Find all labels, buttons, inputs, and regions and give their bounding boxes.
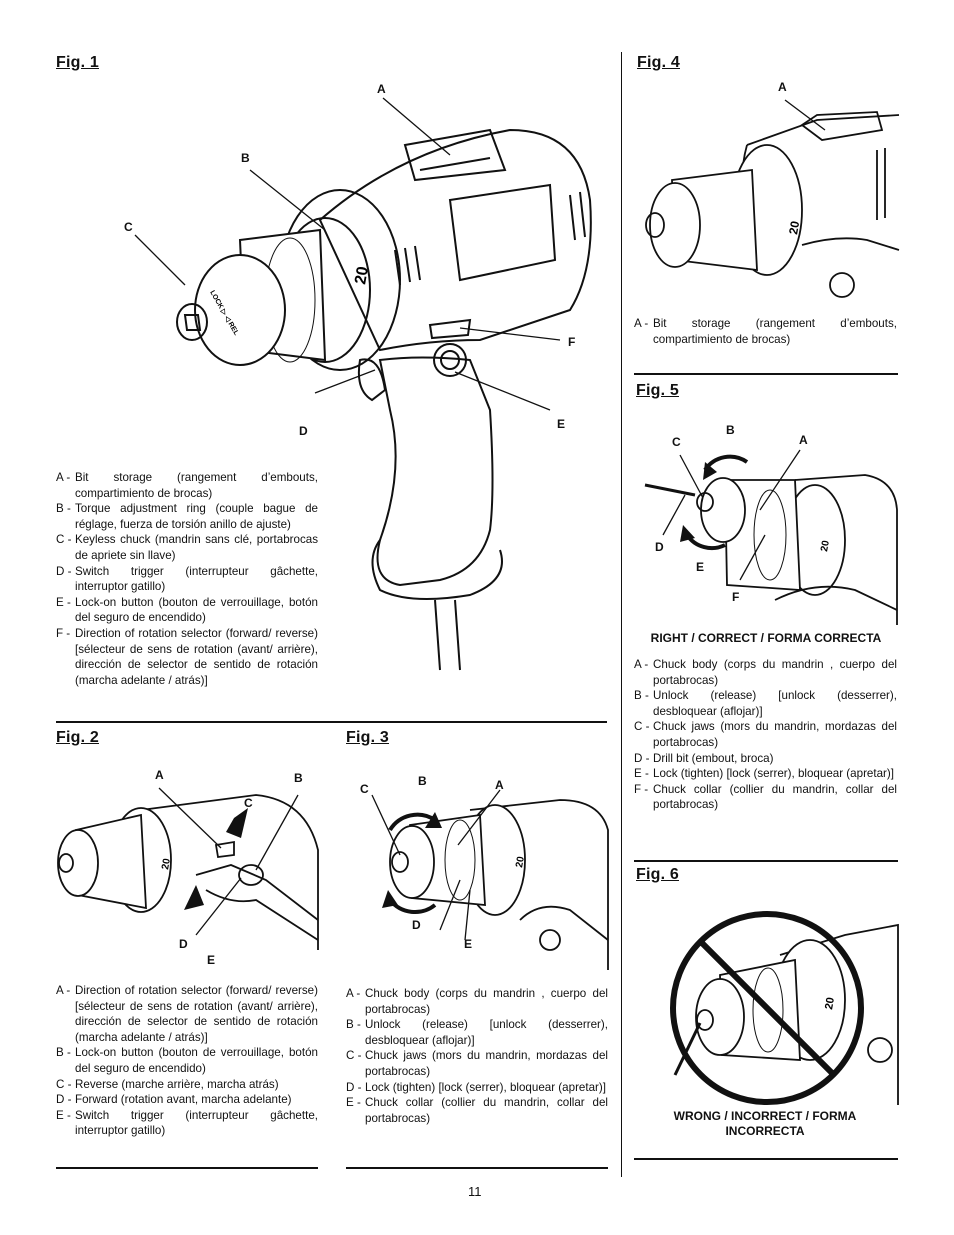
legend-item: E -Lock (tighten) [lock (serrer), bloque… — [634, 767, 894, 781]
legend-item: B -Torque adjustment ring (couple bague … — [56, 502, 318, 531]
fig2-callout-d: D — [179, 937, 188, 951]
legend-item: A -Bit storage (rangement d’embouts, com… — [634, 317, 897, 346]
fig6-torque-number: 20 — [823, 996, 837, 1010]
fig5-legend: A -Chuck body (corps du mandrin , cuerpo… — [634, 657, 897, 813]
fig2-bottom-rule — [56, 1167, 318, 1169]
fig4-bottom-rule — [634, 373, 898, 375]
fig3-bottom-rule — [346, 1167, 608, 1169]
fig2-callout-a: A — [155, 768, 164, 782]
legend-item: D -Forward (rotation avant, marcha adela… — [56, 1093, 292, 1107]
legend-item: C -Chuck jaws (mors du mandrin, mordazas… — [346, 1049, 608, 1078]
legend-item: F -Chuck collar (collier du mandrin, col… — [634, 782, 897, 812]
fig2-callout-c: C — [244, 796, 253, 810]
legend-item: A -Direction of rotation selector (forwa… — [56, 984, 318, 1044]
fig1-callout-b: B — [241, 151, 250, 165]
fig6-title: Fig. 6 — [636, 866, 679, 883]
fig1-torque-number: 20 — [352, 265, 372, 286]
legend-item: D -Switch trigger (interrupteur gâchette… — [56, 564, 318, 594]
fig1-callout-a: A — [377, 82, 386, 96]
fig3-callout-e: E — [464, 937, 473, 951]
fig1-callout-d: D — [299, 424, 308, 438]
fig2-torque-number: 20 — [160, 857, 173, 870]
fig1-legend: A -Bit storage (rangement d’embouts, com… — [56, 470, 318, 688]
fig1-drill-illustration: 20 LOCK ▷ ◁ REL — [134, 97, 592, 671]
fig1-callout-e: E — [557, 417, 566, 431]
fig4-drill-illustration: 20 — [645, 99, 900, 298]
fig3-torque-number: 20 — [514, 855, 527, 868]
fig4-callout-a: A — [778, 80, 787, 94]
fig5-caption: RIGHT / CORRECT / FORMA CORRECTA — [650, 631, 882, 645]
fig5-title: Fig. 5 — [636, 382, 679, 399]
section-divider — [56, 721, 607, 723]
fig4-torque-number: 20 — [786, 220, 802, 236]
fig6-bottom-rule — [634, 1158, 898, 1160]
fig5-drill-illustration: 20 — [644, 449, 898, 625]
fig2-callout-e: E — [207, 953, 216, 967]
column-divider — [621, 52, 622, 1177]
legend-item: E -Switch trigger (interrupteur gâchette… — [56, 1108, 318, 1138]
fig2-drill-illustration: 20 — [57, 787, 319, 950]
fig5-callout-e: E — [696, 560, 705, 574]
legend-item: B -Unlock (release) [unlock (desserrer),… — [346, 1018, 608, 1047]
page-number: 11 — [468, 1184, 482, 1199]
fig6-caption: WRONG / INCORRECT / FORMA INCORRECTA — [673, 1109, 857, 1138]
fig2-callout-b: B — [294, 771, 303, 785]
legend-item: E -Lock-on button (bouton de verrouillag… — [56, 595, 318, 625]
legend-item: C -Chuck jaws (mors du mandrin, mordazas… — [634, 720, 897, 749]
legend-item: B -Unlock (release) [unlock (desserrer),… — [634, 689, 897, 718]
fig3-callout-b: B — [418, 774, 427, 788]
fig3-callout-a: A — [495, 778, 504, 792]
fig3-callout-d: D — [412, 918, 421, 932]
fig3-callout-c: C — [360, 782, 369, 796]
fig5-callout-b: B — [726, 423, 735, 437]
fig5-torque-number: 20 — [819, 539, 832, 552]
fig5-callout-c: C — [672, 435, 681, 449]
legend-item: C -Reverse (marche arrière, marcha atrás… — [56, 1077, 279, 1091]
fig1-title: Fig. 1 — [56, 54, 99, 71]
fig1-callout-f: F — [568, 335, 576, 349]
fig2-title: Fig. 2 — [56, 729, 99, 746]
legend-item: D -Lock (tighten) [lock (serrer), bloque… — [346, 1080, 606, 1094]
fig1-callout-c: C — [124, 220, 133, 234]
fig5-callout-d: D — [655, 540, 664, 554]
fig3-legend: A -Chuck body (corps du mandrin , cuerpo… — [346, 986, 608, 1126]
fig3-title: Fig. 3 — [346, 729, 389, 746]
fig5-callout-a: A — [799, 433, 808, 447]
legend-item: D -Drill bit (embout, broca) — [634, 751, 774, 765]
fig5-bottom-rule — [634, 860, 898, 862]
fig3-drill-illustration: 20 — [371, 789, 609, 970]
legend-item: C -Keyless chuck (mandrin sans clé, port… — [56, 533, 318, 562]
fig2-legend: A -Direction of rotation selector (forwa… — [56, 983, 318, 1139]
legend-item: A -Chuck body (corps du mandrin , cuerpo… — [346, 987, 608, 1016]
prohibition-icon — [670, 911, 864, 1105]
fig4-title: Fig. 4 — [637, 54, 680, 71]
fig5-callout-f: F — [732, 590, 740, 604]
legend-item: A -Bit storage (rangement d’embouts, com… — [56, 471, 318, 500]
legend-item: A -Chuck body (corps du mandrin , cuerpo… — [634, 658, 897, 687]
fig4-legend: A -Bit storage (rangement d’embouts, com… — [634, 316, 897, 347]
legend-item: F -Direction of rotation selector (forwa… — [56, 626, 318, 687]
legend-item: E -Chuck collar (collier du mandrin, col… — [346, 1096, 608, 1125]
legend-item: B -Lock-on button (bouton de verrouillag… — [56, 1046, 318, 1075]
